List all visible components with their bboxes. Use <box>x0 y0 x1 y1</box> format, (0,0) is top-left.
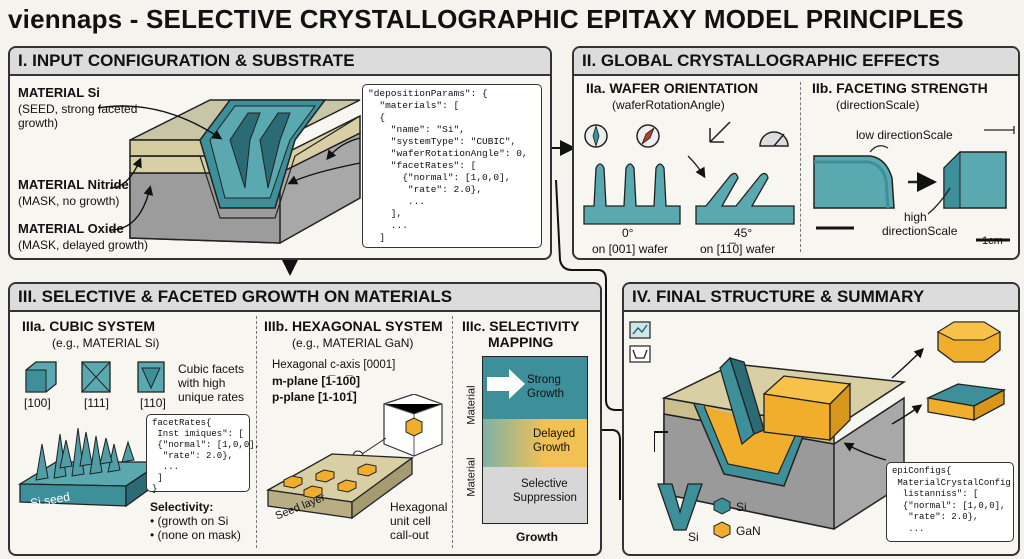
delayed-label-2: Growth <box>533 442 571 454</box>
faceting-strength-sub: (directionScale) <box>836 98 920 112</box>
wafer-orientation-title: IIa. WAFER ORIENTATION <box>586 80 759 96</box>
wafer-orientation-illustration <box>583 121 795 225</box>
c-axis-label: Hexagonal c-axis [0001] <box>272 359 396 371</box>
angle-0-label: 0° <box>622 226 634 240</box>
nitride-title: MATERIAL Nitride <box>18 177 129 192</box>
facet-rates-code: facetRates{ Inst imiques": [ {"normal": … <box>146 414 260 494</box>
panel-heading: IV. FINAL STRUCTURE & SUMMARY <box>624 284 1018 312</box>
facet-111-label: [111] <box>84 396 109 410</box>
arrow-icon <box>487 369 525 399</box>
hex-note-1: Hexagonal <box>390 500 448 514</box>
si-title: MATERIAL Si <box>18 85 100 100</box>
cubic-note-2: with high <box>178 376 226 390</box>
hex-note-3: call-out <box>390 528 429 542</box>
panel-heading: III. SELECTIVE & FACETED GROWTH ON MATER… <box>10 284 600 312</box>
page-title: viennaps - SELECTIVE CRYSTALLOGRAPHIC EP… <box>8 4 964 34</box>
strong-label-1: Strong <box>527 374 561 386</box>
final-structure-illustration <box>654 356 907 531</box>
oxide-desc: (MASK, delayed growth) <box>18 238 149 252</box>
high-scale-label-2: directionScale <box>882 224 958 238</box>
cubic-note-1: Cubic facets <box>178 362 245 376</box>
toolbar-icons <box>629 321 651 363</box>
legend-swatches <box>713 497 731 539</box>
hexagonal-system-sub: (e.g., MATERIAL GaN) <box>292 336 414 350</box>
exploded-crystals <box>925 321 1007 422</box>
high-scale-label-1: high <box>904 210 927 224</box>
panel-final-structure: IV. FINAL STRUCTURE & SUMMARY <box>622 282 1020 556</box>
panel-heading: I. INPUT CONFIGURATION & SUBSTRATE <box>10 48 550 76</box>
deposition-params-code: "depositionParams": { "materials": [ { "… <box>362 84 542 248</box>
delayed-growth-region <box>483 419 587 467</box>
hexagonal-illustration <box>266 394 443 520</box>
hexagonal-system-title: IIIb. HEXAGONAL SYSTEM <box>264 318 443 334</box>
delayed-label-1: Delayed <box>533 428 576 440</box>
summary-leaders <box>843 348 924 461</box>
x-axis-label: Growth <box>516 530 558 544</box>
selectivity-item-2: • (none on mask) <box>150 528 241 542</box>
v-si-label: Si <box>688 530 699 544</box>
panel-heading: II. GLOBAL CRYSTALLOGRAPHIC EFFECTS <box>574 48 1018 76</box>
selectivity-title: Selectivity: <box>150 500 214 514</box>
m-plane-label: m-plane [1̅-10̅0] <box>272 374 361 388</box>
faceting-strength-title: IIb. FACETING STRENGTH <box>812 80 988 96</box>
legend-si: Si <box>736 500 747 514</box>
faceting-illustration <box>813 126 1015 242</box>
cubic-facets <box>25 361 165 393</box>
si-desc-2: growth) <box>18 116 59 130</box>
suppress-label-1: Selective <box>521 478 568 490</box>
wafer-110-label: on [11̅0] wafer <box>700 242 776 256</box>
label-leaders <box>97 105 361 231</box>
trench-icon <box>629 345 651 363</box>
wafer-001-label: on [001] wafer <box>592 242 669 256</box>
low-scale-label: low directionScale <box>856 128 953 142</box>
si-desc-1: (SEED, strong faceted <box>18 102 138 116</box>
selectivity-mapping-title-2: MAPPING <box>488 334 554 350</box>
legend-gan: GaN <box>736 524 761 538</box>
oxide-title: MATERIAL Oxide <box>18 221 124 236</box>
axis-icon <box>709 121 731 143</box>
panel-global-effects: II. GLOBAL CRYSTALLOGRAPHIC EFFECTS IIa.… <box>572 46 1020 260</box>
section-divider <box>452 316 453 548</box>
p-plane-label: p-plane [1-101̅] <box>272 390 357 404</box>
facet-100-label: [100] <box>24 396 51 410</box>
selectivity-item-1: • (growth on Si <box>150 514 229 528</box>
suppress-label-2: Suppression <box>513 492 577 504</box>
section-divider <box>256 316 257 548</box>
suppression-region <box>483 467 587 523</box>
cubic-system-title: IIIa. CUBIC SYSTEM <box>22 318 156 334</box>
epi-configs-code: epiConfigs{ MaterialCrystalConfig listan… <box>886 462 1014 542</box>
angle-45-label: 45° <box>734 226 753 240</box>
section-divider <box>800 82 801 252</box>
panel-input-configuration: I. INPUT CONFIGURATION & SUBSTRATE MATER… <box>8 46 552 260</box>
y-axis-label-bottom: Material <box>465 457 478 497</box>
cubic-note-3: unique rates <box>178 390 245 404</box>
selectivity-mapping-title-1: IIIc. SELECTIVITY <box>462 318 580 334</box>
cubic-system-sub: (e.g., MATERIAL Si) <box>52 336 160 350</box>
hex-note-2: unit cell <box>390 514 431 528</box>
nitride-desc: (MASK, no growth) <box>18 194 120 208</box>
gauge-icon <box>759 131 789 147</box>
facet-110-label: [110] <box>140 396 166 410</box>
substrate-illustration <box>129 99 361 244</box>
strong-label-2: Growth <box>527 388 565 400</box>
y-axis-label-top: Material <box>465 385 478 425</box>
panel-selective-growth: III. SELECTIVE & FACETED GROWTH ON MATER… <box>8 282 602 556</box>
wafer-orientation-sub: (waferRotationAngle) <box>612 98 725 112</box>
selectivity-map: Strong Growth Delayed Growth Selective S… <box>482 356 588 524</box>
